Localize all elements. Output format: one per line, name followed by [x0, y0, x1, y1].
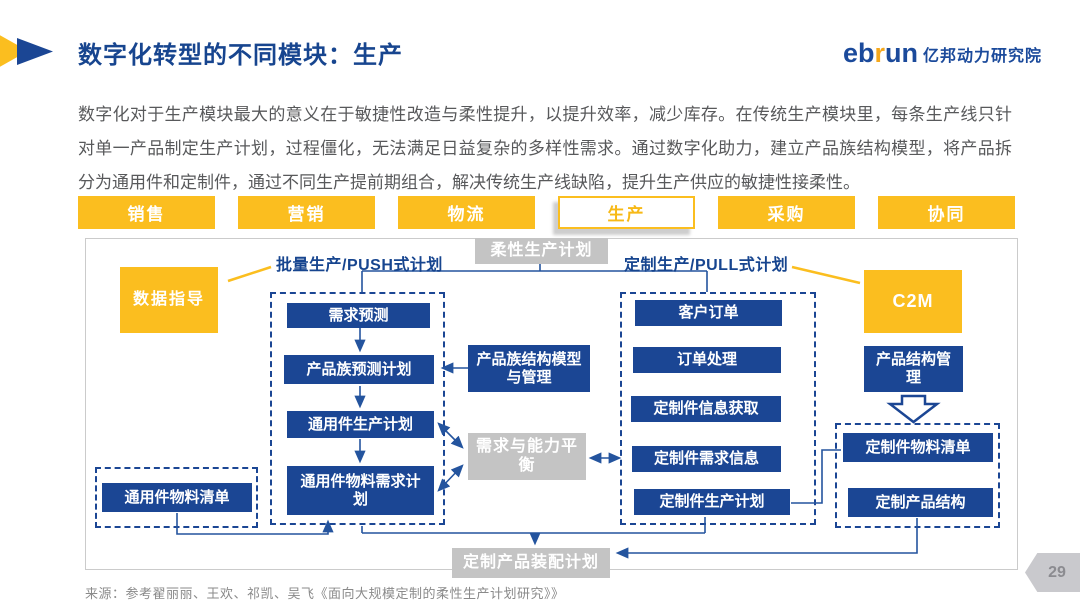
tab-collaboration[interactable]: 协同: [878, 196, 1015, 229]
family-forecast-plan-box: 产品族预测计划: [284, 355, 434, 384]
page-number-badge: 29: [1025, 553, 1080, 592]
custom-demand-info-box: 定制件需求信息: [632, 446, 781, 472]
tab-production[interactable]: 生产: [558, 196, 695, 229]
custom-assembly-plan-box: 定制产品装配计划: [452, 548, 610, 578]
data-guidance-box: 数据指导: [120, 267, 218, 333]
custom-parts-bom-box: 定制件物料清单: [843, 433, 993, 462]
pull-plan-label: 定制生产/PULL式计划: [624, 257, 789, 274]
demand-capacity-balance-box: 需求与能力平衡: [468, 433, 586, 480]
common-parts-bom-box: 通用件物料清单: [102, 483, 252, 512]
tab-procurement[interactable]: 采购: [718, 196, 855, 229]
custom-product-structure-box: 定制产品结构: [848, 488, 993, 517]
demand-forecast-box: 需求预测: [287, 303, 430, 328]
intro-paragraph: 数字化对于生产模块最大的意义在于敏捷性改造与柔性提升，以提升效率，减少库存。在传…: [78, 105, 1012, 192]
c2m-box: C2M: [864, 270, 962, 333]
source-note: 来源：参考翟丽丽、王欢、祁凯、吴飞《面向大规模定制的柔性生产计划研究》》: [85, 586, 565, 601]
custom-info-acquisition-box: 定制件信息获取: [631, 396, 781, 422]
common-parts-production-plan-box: 通用件生产计划: [287, 411, 434, 438]
logo-text-cn: 亿邦动力研究院: [923, 47, 1043, 65]
tab-marketing[interactable]: 营销: [238, 196, 375, 229]
flexible-production-plan-label: 柔性生产计划: [475, 238, 608, 264]
product-structure-mgmt-box: 产品结构管理: [864, 346, 963, 392]
product-family-model-box: 产品族结构模型与管理: [468, 345, 590, 392]
tab-sales[interactable]: 销售: [78, 196, 215, 229]
logo-text-r: r: [874, 38, 886, 68]
page-number: 29: [1048, 563, 1066, 581]
push-plan-label: 批量生产/PUSH式计划: [276, 257, 443, 274]
logo-text-un: un: [885, 38, 919, 68]
common-parts-material-requirement-box: 通用件物料需求计划: [287, 466, 434, 515]
title-arrow-blue-icon: [17, 38, 53, 65]
page-title: 数字化转型的不同模块：生产: [78, 42, 403, 69]
tab-logistics[interactable]: 物流: [398, 196, 535, 229]
push-chain-container: [270, 292, 445, 525]
order-processing-box: 订单处理: [633, 347, 781, 373]
custom-production-plan-box: 定制件生产计划: [634, 489, 790, 515]
logo-text-eb: eb: [843, 38, 875, 68]
customer-order-box: 客户订单: [635, 300, 782, 326]
